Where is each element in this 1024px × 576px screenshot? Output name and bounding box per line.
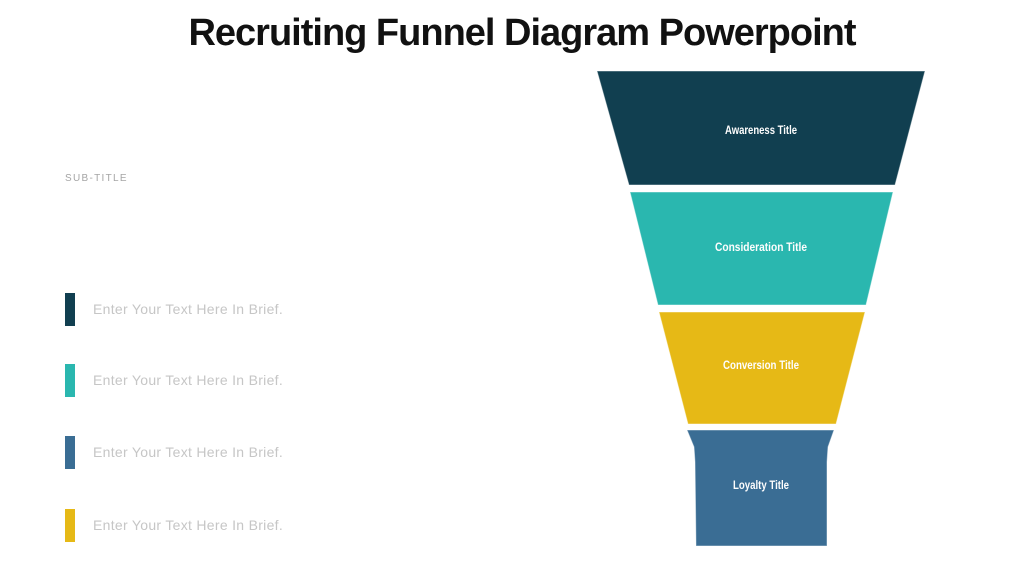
bullet-marker	[65, 435, 75, 469]
bullet-item[interactable]: Enter Your Text Here In Brief.	[65, 292, 385, 326]
bullet-marker	[65, 292, 75, 326]
funnel-stage-conversion-label: Conversion Title	[723, 358, 799, 372]
slide-title[interactable]: Recruiting Funnel Diagram Powerpoint	[188, 12, 856, 54]
funnel-stage-consideration-shape[interactable]	[629, 191, 894, 306]
bullet-item[interactable]: Enter Your Text Here In Brief.	[65, 435, 385, 469]
bullet-text: Enter Your Text Here In Brief.	[93, 444, 284, 460]
bullet-item[interactable]: Enter Your Text Here In Brief.	[65, 363, 385, 397]
bullet-marker	[65, 508, 75, 542]
funnel-stage-consideration-label: Consideration Title	[715, 240, 807, 254]
bullet-text: Enter Your Text Here In Brief.	[93, 517, 284, 533]
funnel-stage-loyalty-label: Loyalty Title	[733, 478, 789, 492]
bullet-marker	[65, 363, 75, 397]
funnel-stage-awareness-label: Awareness Title	[725, 123, 797, 137]
funnel-stage-awareness-shape[interactable]	[596, 70, 926, 186]
funnel-stage-conversion-shape[interactable]	[658, 311, 866, 425]
bullet-item[interactable]: Enter Your Text Here In Brief.	[65, 508, 385, 542]
subtitle-label[interactable]: SUB-TITLE	[65, 173, 128, 184]
funnel-stage-loyalty-shape[interactable]	[686, 429, 835, 547]
bullet-text: Enter Your Text Here In Brief.	[93, 301, 284, 317]
bullet-text: Enter Your Text Here In Brief.	[93, 372, 284, 388]
